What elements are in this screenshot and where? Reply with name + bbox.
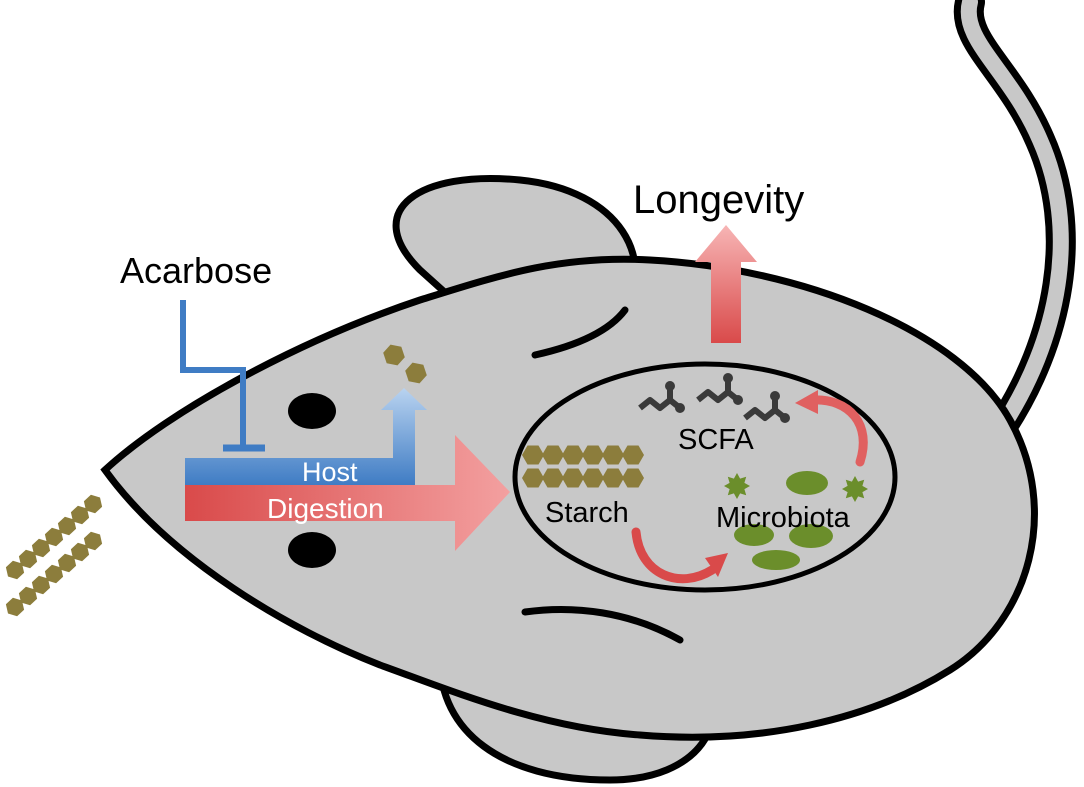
glucose-unit — [5, 597, 25, 617]
mouse-tail — [953, 0, 1076, 445]
label-microbiota: Microbiota — [716, 502, 851, 534]
microbe-cocci — [842, 476, 868, 502]
glucose-unit — [522, 445, 544, 465]
glucose-unit — [31, 575, 51, 595]
scfa-molecules — [638, 373, 790, 423]
microbe-cocci — [724, 473, 750, 499]
scfa-molecule — [743, 391, 790, 423]
starch-chains-gut — [522, 445, 644, 488]
label-starch: Starch — [545, 497, 629, 529]
microbe-rod — [734, 524, 774, 546]
label-acarbose: Acarbose — [120, 250, 272, 291]
free-glucose — [383, 344, 427, 384]
glucose-unit — [83, 494, 103, 514]
starch-chains-outside — [5, 494, 103, 617]
microbe-rod — [786, 471, 828, 495]
label-scfa: SCFA — [678, 424, 754, 456]
glucose-unit — [562, 468, 584, 488]
microbiota-to-scfa-arrow — [795, 390, 868, 467]
microbiota-cells — [724, 471, 868, 570]
label-longevity: Longevity — [633, 178, 804, 222]
glucose-unit — [70, 505, 90, 525]
glucose-unit — [57, 516, 77, 536]
glucose-unit — [70, 542, 90, 562]
glucose-unit — [602, 445, 624, 465]
glucose-unit — [405, 362, 427, 384]
glucose-unit — [383, 344, 405, 366]
longevity-arrow — [695, 225, 757, 343]
glucose-unit — [5, 560, 25, 580]
mouse-eye-top — [288, 393, 336, 429]
glucose-unit — [83, 531, 103, 551]
glucose-unit — [622, 468, 644, 488]
glucose-unit — [57, 553, 77, 573]
glucose-unit — [542, 445, 564, 465]
label-digestion: Digestion — [267, 493, 384, 524]
microbe-rod — [789, 524, 833, 548]
scfa-molecule — [696, 373, 743, 405]
glucose-unit — [44, 564, 64, 584]
label-host: Host — [302, 457, 358, 487]
glucose-unit — [562, 445, 584, 465]
glucose-unit — [582, 468, 604, 488]
microbe-rod — [752, 550, 800, 570]
glucose-unit — [582, 445, 604, 465]
glucose-unit — [18, 586, 38, 606]
acarbose-inhibitor — [180, 300, 265, 452]
glucose-unit — [18, 549, 38, 569]
mouse-eye-bottom — [288, 532, 336, 568]
glucose-unit — [542, 468, 564, 488]
glucose-unit — [44, 527, 64, 547]
scfa-molecule — [638, 381, 685, 413]
glucose-unit — [622, 445, 644, 465]
glucose-unit — [522, 468, 544, 488]
starch-to-microbiota-arrow — [631, 527, 728, 584]
glucose-unit — [602, 468, 624, 488]
digestion-arrow — [185, 435, 510, 551]
glucose-unit — [31, 538, 51, 558]
host-arrow — [185, 388, 427, 485]
